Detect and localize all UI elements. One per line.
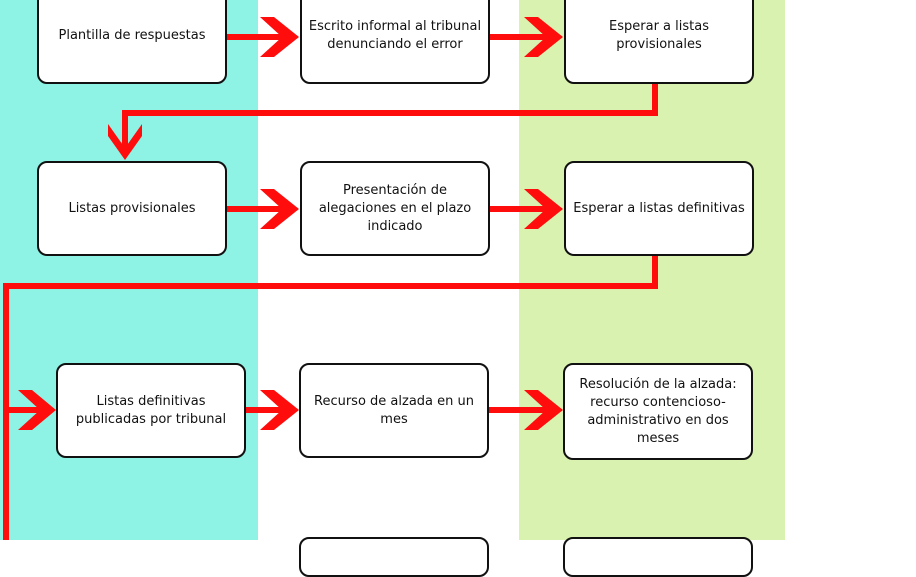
arrow-line: [3, 407, 43, 413]
step-escrito-informal: Escrito informal al tribunal denunciando…: [300, 0, 490, 84]
step-alegaciones: Presentación de alegaciones en el plazo …: [300, 161, 490, 256]
arrow-head: [260, 189, 299, 229]
step-esperar-provisionales: Esperar a listas provisionales: [564, 0, 754, 84]
arrow-head: [260, 17, 299, 57]
step-listas-definitivas: Listas definitivas publicadas por tribun…: [56, 363, 246, 458]
arrow-head: [524, 189, 563, 229]
step-listas-provisionales: Listas provisionales: [37, 161, 227, 256]
connector: [652, 255, 658, 289]
connector: [122, 110, 658, 116]
arrow-line: [489, 34, 549, 40]
step-plantilla: Plantilla de respuestas: [37, 0, 227, 84]
connector: [3, 283, 658, 289]
arrow-line: [246, 407, 286, 413]
arrow-line: [489, 206, 549, 212]
step-recurso-alzada: Recurso de alzada en un mes: [299, 363, 489, 458]
step-resolucion-alzada: Resolución de la alzada: recurso contenc…: [563, 363, 753, 460]
connector: [652, 83, 658, 116]
arrow-line: [226, 34, 286, 40]
arrow-head: [524, 17, 563, 57]
step-next-middle: [299, 537, 489, 577]
connectors: [3, 17, 658, 540]
connector: [122, 110, 128, 148]
arrow-head: [260, 390, 299, 430]
step-esperar-definitivas: Esperar a listas definitivas: [564, 161, 754, 256]
arrow-head: [18, 390, 56, 430]
arrow-line: [226, 206, 286, 212]
arrow-head: [108, 124, 142, 160]
step-next-right: [563, 537, 753, 577]
arrow-head: [524, 390, 563, 430]
arrow-line: [488, 407, 548, 413]
